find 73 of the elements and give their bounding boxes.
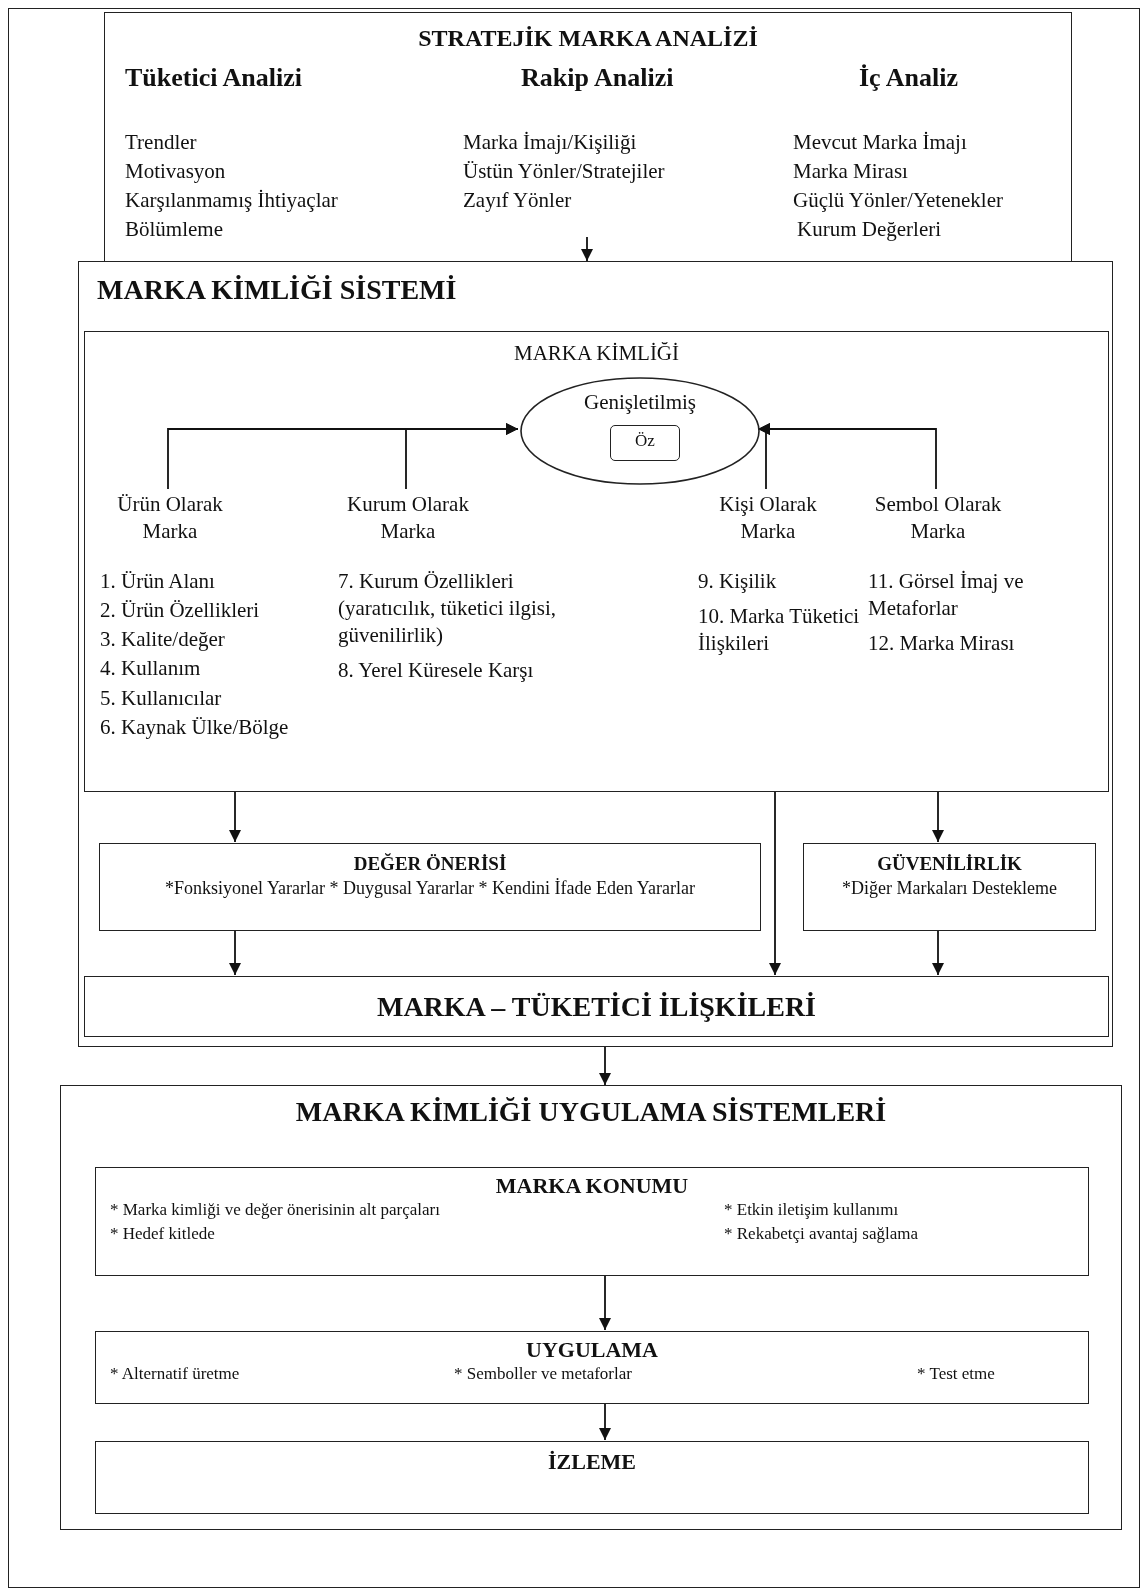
box-title: Öz (635, 430, 655, 452)
arrow (405, 423, 519, 490)
list-item: 7. Kurum Özellikleri (yaratıcılık, tüketici ilgisi, güvenilirlik) (338, 567, 558, 650)
list-item: 3. Kalite/değer (100, 626, 225, 654)
box-title: STRATEJİK MARKA ANALİZİ (418, 24, 758, 53)
identity-panel (84, 331, 1109, 792)
box-title: UYGULAMA (526, 1336, 658, 1364)
box-title: MARKA KONUMU (495, 1172, 689, 1200)
column-heading: Sembol Olarak Marka (873, 491, 1003, 546)
column-heading: Kurum Olarak Marka (346, 491, 470, 546)
list-item: Zayıf Yönler (463, 187, 572, 214)
list-item: * Etkin iletişim kullanımı (724, 1199, 899, 1221)
list-item: Kurum Değerleri (797, 216, 942, 243)
list-item: 4. Kullanım (100, 655, 201, 683)
analysis-box (104, 12, 1072, 262)
list-item: Üstün Yönler/Stratejiler (463, 158, 665, 185)
list-item: 9. Kişilik (698, 567, 777, 595)
list-item: * Test etme (917, 1363, 995, 1385)
list-item: Karşılanmamış İhtiyaçlar (125, 187, 338, 214)
ellipse-label: Genişletilmiş (584, 389, 696, 416)
box-title: MARKA KİMLİĞİ UYGULAMA SİSTEMLERİ (295, 1095, 887, 1129)
system-panel (78, 261, 1113, 1047)
arrow (581, 236, 593, 262)
arrow (229, 790, 241, 843)
box-title: GÜVENİLİRLİK (877, 852, 1022, 876)
list-item: Mevcut Marka İmajı (793, 129, 967, 156)
arrow (229, 929, 241, 976)
column-heading: Rakip Analizi (521, 62, 674, 94)
arrow (932, 929, 944, 976)
list-item: Bölümleme (125, 216, 223, 243)
box-title: DEĞER ÖNERİSİ (353, 852, 507, 876)
process-box (95, 1167, 1089, 1276)
arrow (769, 790, 781, 976)
process-box (84, 976, 1109, 1037)
list-item: * Marka kimliği ve değer önerisinin alt parçaları (110, 1199, 440, 1221)
box-title: MARKA KİMLİĞİ (513, 340, 680, 367)
system-panel (60, 1085, 1122, 1530)
column-heading: Tüketici Analizi (125, 62, 302, 94)
list-item: * Hedef kitlede (110, 1223, 215, 1245)
process-box (803, 843, 1096, 931)
list-item: * Rekabetçi avantaj sağlama (724, 1223, 918, 1245)
column-heading: İç Analiz (859, 62, 958, 94)
arrow (599, 1402, 611, 1441)
list-item: Marka Mirası (793, 158, 908, 185)
list-item: 11. Görsel İmaj ve Metaforlar (868, 567, 1025, 622)
list-item: 6. Kaynak Ülke/Bölge (100, 714, 289, 742)
list-item: * Alternatif üretme (110, 1363, 240, 1385)
list-item: Motivasyon (125, 158, 226, 185)
arrow (599, 1274, 611, 1331)
list-item: Güçlü Yönler/Yetenekler (793, 187, 1003, 214)
process-box (99, 843, 761, 931)
list-item: 5. Kullanıcılar (100, 684, 222, 712)
box-title: İZLEME (548, 1448, 636, 1476)
list-item: Marka İmajı/Kişiliği (463, 129, 637, 156)
body-text: *Fonksiyonel Yararlar * Duygusal Yararlar * Kendini İfade Eden Yararlar (165, 876, 695, 900)
list-item: Trendler (125, 129, 197, 156)
body-text: *Diğer Markaları Destekleme (842, 876, 1057, 900)
arrow (599, 1046, 611, 1086)
box-title: MARKA KİMLİĞİ SİSTEMİ (97, 273, 457, 307)
column-heading: Kişi Olarak Marka (718, 491, 818, 546)
process-box (95, 1331, 1089, 1404)
column-heading: Ürün Olarak Marka (116, 491, 224, 546)
list-item: 8. Yerel Küresele Karşı (338, 657, 534, 685)
box-title: MARKA – TÜKETİCİ İLİŞKİLERİ (376, 990, 816, 1024)
core-box (610, 425, 680, 461)
list-item: * Semboller ve metaforlar (454, 1363, 632, 1385)
list-item: 1. Ürün Alanı (100, 567, 215, 595)
list-item: 10. Marka Tüketici İlişkileri (698, 602, 861, 658)
list-item: 2. Ürün Özellikleri (100, 596, 260, 624)
list-item: 12. Marka Mirası (868, 630, 1015, 658)
process-box (95, 1441, 1089, 1514)
arrow (757, 423, 937, 490)
arrow (932, 790, 944, 843)
